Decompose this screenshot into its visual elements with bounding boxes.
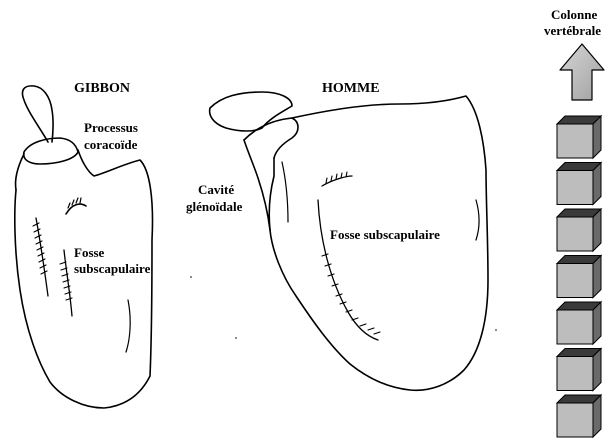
vertebra-block — [557, 349, 601, 391]
homme-acromion — [210, 92, 292, 131]
spine-label-1: Colonne — [551, 7, 597, 22]
gibbon-glenoid — [15, 154, 24, 190]
homme-glenoid-cavity — [244, 140, 270, 230]
vertebra-block — [557, 209, 601, 251]
gibbon-muscle-line-center — [64, 250, 72, 316]
gibbon-label-fossa-2: subscapulaire — [74, 261, 151, 276]
homme-title: HOMME — [322, 81, 380, 96]
vertebra-block — [557, 163, 601, 205]
spine-label-2: vertébrale — [544, 23, 601, 38]
gibbon-blade-outline — [15, 150, 153, 408]
gibbon-label-fossa-1: Fosse — [74, 245, 105, 260]
gibbon-coracoid-process — [24, 138, 78, 164]
homme-right-border-ridge — [476, 200, 479, 240]
homme-label-fossa: Fosse subscapulaire — [330, 227, 440, 242]
homme-subscapular-ridge — [318, 200, 378, 340]
homme-label-cavity-2: glénoïdale — [186, 199, 243, 214]
background-speckles — [190, 276, 497, 339]
homme-label-cavity-1: Cavité — [198, 182, 234, 197]
vertebra-block — [557, 256, 601, 298]
vertebra-block — [557, 116, 601, 158]
spine-arrow-up-icon — [560, 44, 604, 100]
gibbon-title: GIBBON — [74, 81, 130, 96]
vertebra-block — [557, 302, 601, 344]
vertebra-block — [557, 395, 601, 437]
gibbon-ridge — [126, 300, 130, 352]
gibbon-acromion — [22, 86, 53, 142]
homme-blade-outline — [269, 96, 488, 390]
gibbon-label-process-1: Processus — [84, 120, 138, 135]
gibbon-label-process-2: coracoïde — [84, 137, 138, 152]
homme-coracoid — [244, 118, 298, 158]
vertebral-column — [557, 116, 601, 437]
